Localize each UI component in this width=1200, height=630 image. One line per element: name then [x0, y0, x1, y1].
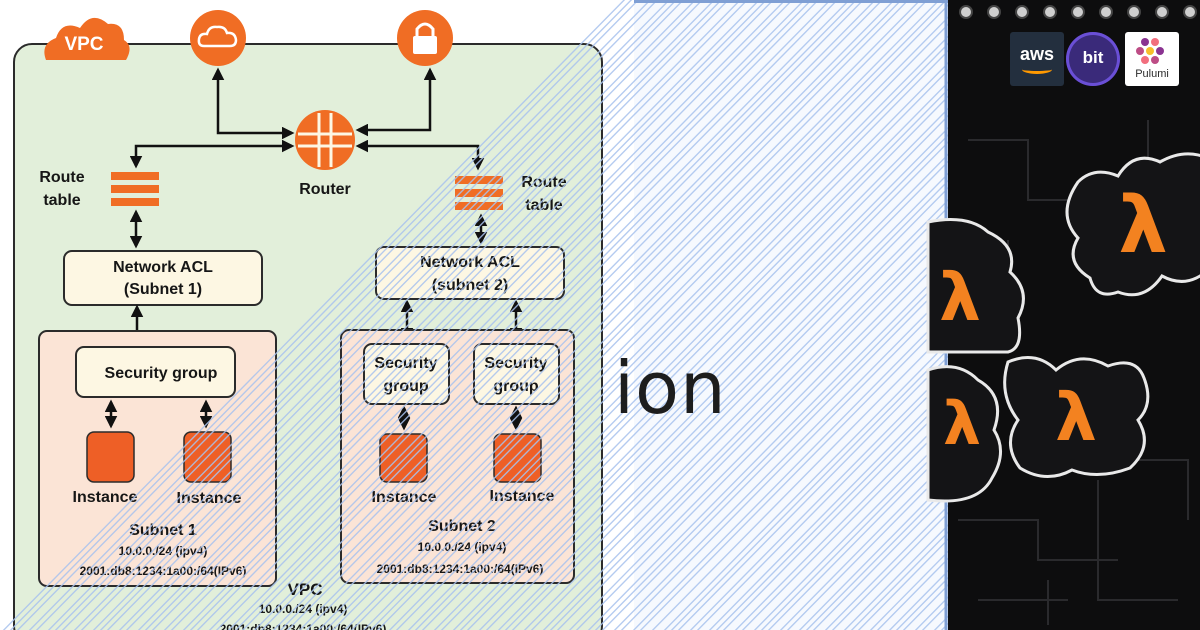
puzzle-piece-left: λ [926, 218, 1025, 354]
network-acl-subnet1: Network ACL (Subnet 1) [63, 250, 263, 306]
route-table-left-line1: Route [39, 169, 84, 186]
subnet2-container: Security group Security group Instance I… [340, 329, 575, 584]
subnet2-title: Subnet 2 [428, 518, 496, 535]
perforation-hole [1043, 5, 1057, 19]
igw-router-arrow [211, 67, 295, 140]
perforation-hole [1127, 5, 1141, 19]
internet-gateway-icon [190, 10, 246, 66]
router-label: Router [299, 181, 351, 198]
pulumi-logo: Pulumi [1125, 32, 1179, 86]
subnet1-title: Subnet 1 [129, 522, 197, 539]
vpc-footer-ipv4: 10.0.0./24 (ipv4) [259, 602, 348, 616]
puzzle-piece-bottom-left: λ [926, 365, 1002, 503]
perforation-hole [1071, 5, 1085, 19]
route-table-left-icon [111, 172, 159, 206]
subnet2-ipv4: 10.0.0./24 (ipv4) [418, 540, 507, 554]
slide-title-fragment: ion [614, 346, 727, 430]
instance-label: Instance [73, 489, 138, 506]
puzzle-piece-top-right: λ [1065, 152, 1200, 297]
security-group-subnet1 [75, 346, 236, 398]
vpc-footer-title: VPC [288, 580, 323, 599]
vgw-router-arrow [355, 67, 437, 137]
router-rt-left-arrow [129, 139, 295, 169]
perforation-hole [987, 5, 1001, 19]
sg-right-b-line2: group [493, 378, 539, 395]
pulumi-mark-icon [1136, 38, 1164, 64]
instance-icon [86, 431, 135, 483]
perforation-hole [1155, 5, 1169, 19]
pulumi-logo-text: Pulumi [1135, 68, 1169, 80]
vpn-gateway-lock-icon [397, 10, 453, 66]
aws-logo-text: aws [1019, 44, 1055, 64]
bit-logo: bit [1066, 32, 1120, 86]
aws-logo: aws [1010, 32, 1064, 86]
sg-left-label: Security group [105, 365, 218, 382]
vpc-cloud-tag: VPC [44, 17, 130, 60]
smile-arrow-icon [1022, 65, 1052, 74]
perforation-hole [1015, 5, 1029, 19]
bit-logo-text: bit [1082, 48, 1104, 67]
perforation-row [959, 5, 1197, 19]
sg-right-a-line1: Security [374, 355, 437, 372]
cover-art-panel: λ λ λ λ aws bit Pulumi [926, 0, 1200, 630]
sg-right-a-line2: group [383, 378, 429, 395]
route-table-left-line2: table [43, 192, 80, 209]
acl-left-line1: Network ACL [113, 259, 213, 276]
router-icon [295, 110, 355, 170]
lambda-icon: λ [939, 259, 981, 336]
subnet1-ipv4: 10.0.0./24 (ipv4) [119, 544, 208, 558]
vpc-tag-label: VPC [64, 34, 103, 55]
perforation-hole [1099, 5, 1113, 19]
lambda-icon: λ [1118, 181, 1167, 271]
subnet1-container: Security group Instance Instance Subnet … [38, 330, 277, 587]
vpc-diagram: VPC Router Route table Route table [13, 10, 603, 630]
circuit-background: λ λ λ λ [926, 5, 1200, 625]
perforation-hole [959, 5, 973, 19]
puzzle-piece-center: λ [1003, 356, 1150, 478]
router-rt-right-arrow [355, 139, 485, 171]
perforation-hole [1183, 5, 1197, 19]
acl-left-line2: (Subnet 1) [124, 281, 202, 298]
subnet1-ipv6: 2001:db8:1234:1a00:/64(IPv6) [80, 564, 247, 578]
lambda-icon: λ [943, 389, 981, 459]
lambda-icon: λ [1055, 379, 1097, 456]
acl-right-line2: (subnet 2) [432, 277, 508, 294]
subnet2-ipv6: 2001:db8:1234:1a00:/64(IPv6) [377, 562, 544, 576]
